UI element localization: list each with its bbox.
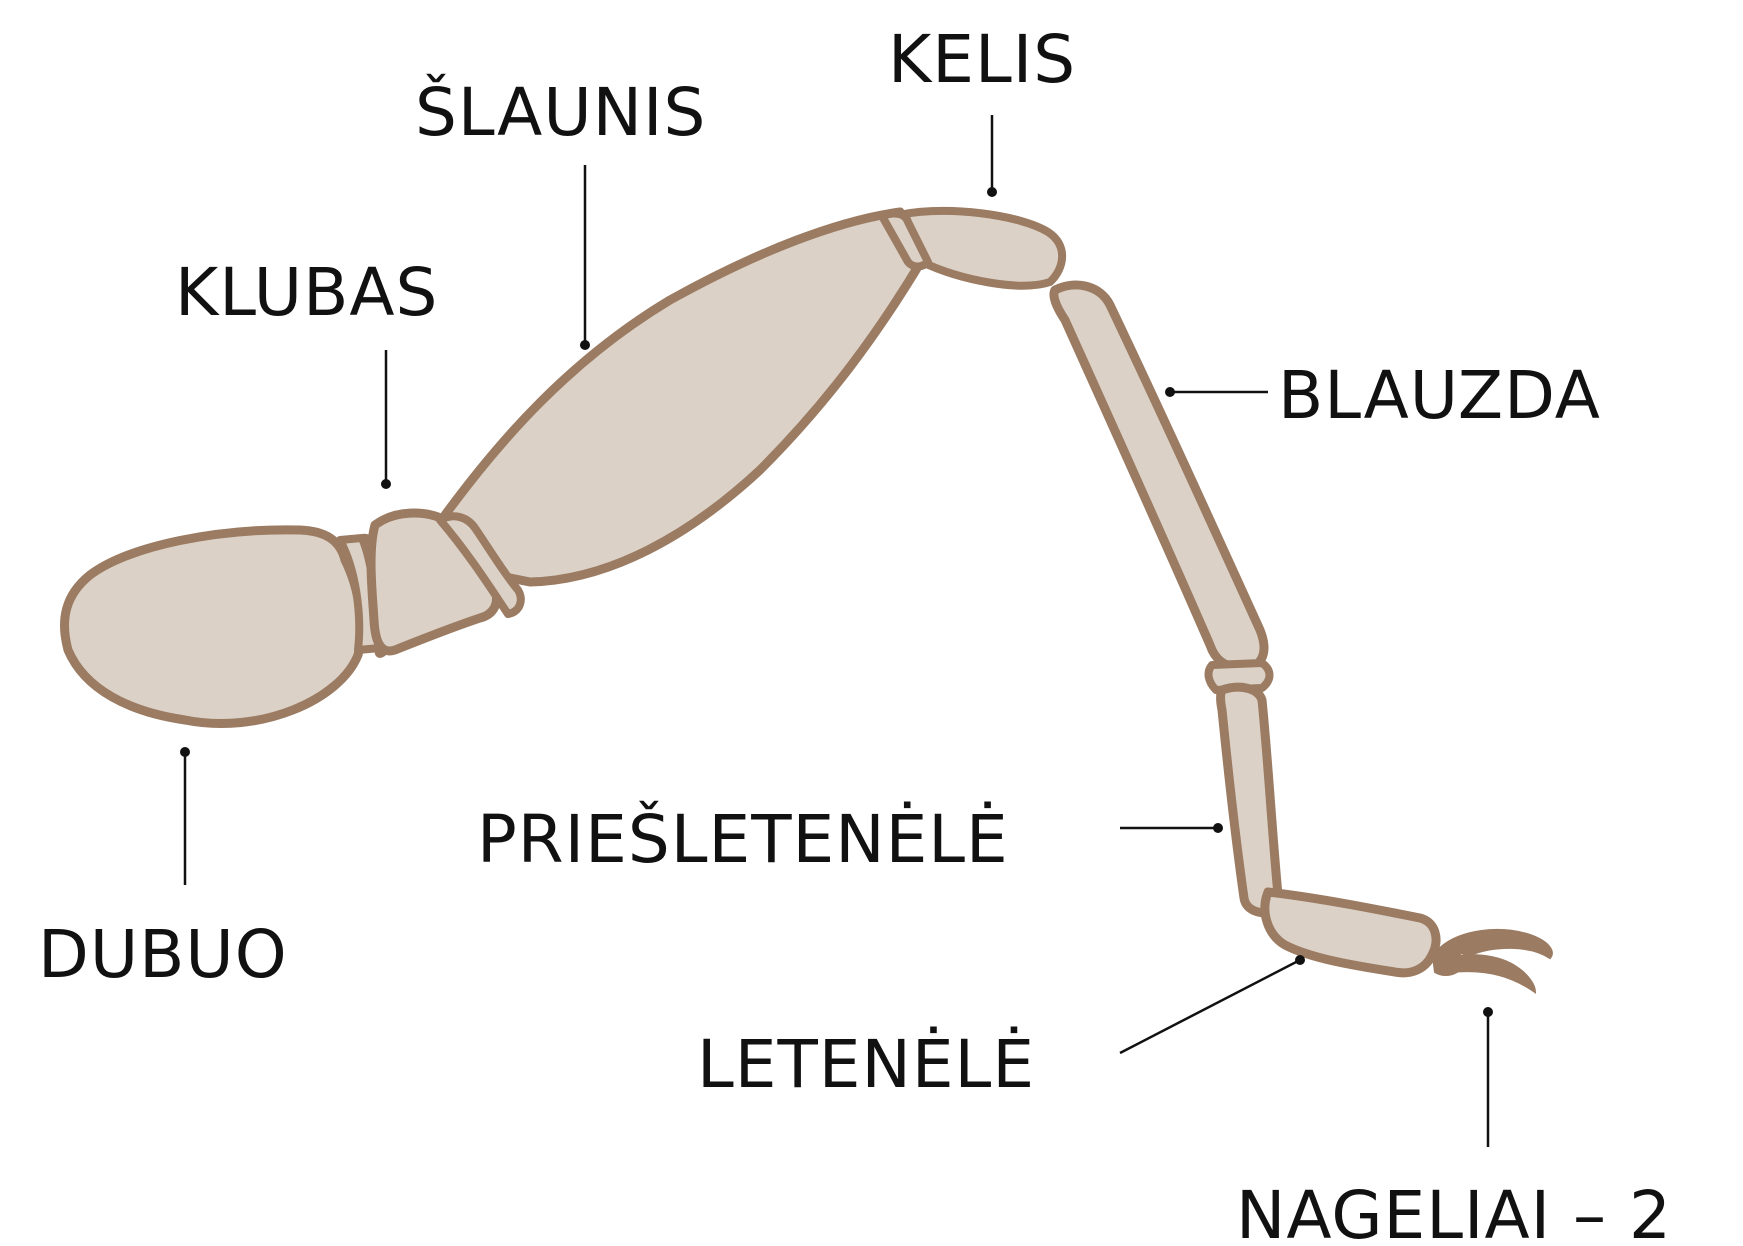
dot-nageliai xyxy=(1483,1007,1493,1017)
label-kelis: KELIS xyxy=(888,21,1076,98)
label-priesletenele: PRIEŠLETENĖLĖ xyxy=(477,800,1009,878)
dot-kelis xyxy=(987,187,997,197)
dot-slaunis xyxy=(580,340,590,350)
coxa-segment xyxy=(64,530,361,724)
femur-segment xyxy=(445,212,922,582)
dot-letenele xyxy=(1295,955,1305,965)
label-letenele: LETENĖLĖ xyxy=(697,1026,1035,1103)
label-slaunis: ŠLAUNIS xyxy=(415,73,706,151)
dot-priesletenele xyxy=(1213,823,1223,833)
dot-klubas xyxy=(381,479,391,489)
tibia-segment xyxy=(1054,285,1264,668)
label-blauzda: BLAUZDA xyxy=(1278,357,1601,434)
pretarsus-segment xyxy=(1265,892,1436,973)
dot-blauzda xyxy=(1165,387,1175,397)
label-dubuo: DUBUO xyxy=(38,916,288,993)
tarsus-segment xyxy=(1221,687,1279,913)
leader-letenele xyxy=(1120,960,1300,1053)
label-nageliai: NAGELIAI – 2 xyxy=(1236,1177,1672,1246)
label-klubas: KLUBAS xyxy=(175,254,438,331)
dot-dubuo xyxy=(180,747,190,757)
